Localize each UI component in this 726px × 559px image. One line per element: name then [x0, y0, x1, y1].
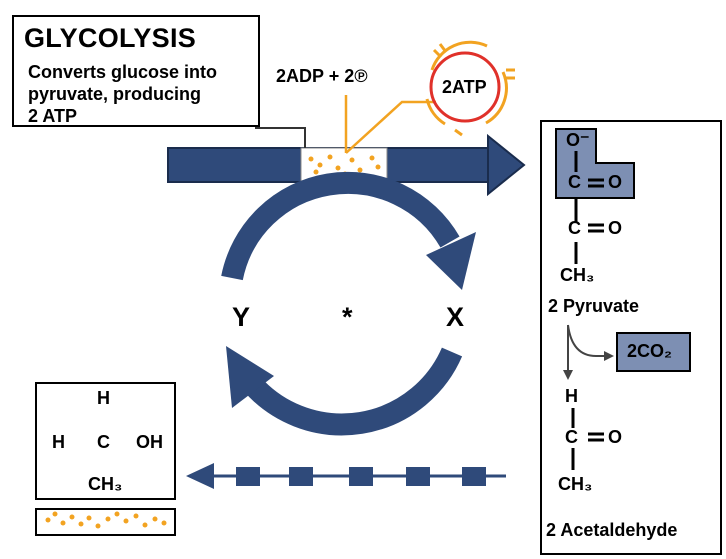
ethanol-top-hydrogen: H: [97, 388, 110, 408]
acetaldehyde-hydrogen: H: [565, 386, 578, 406]
atp-connector: [345, 100, 436, 154]
ethanol-hydroxyl: OH: [136, 432, 163, 452]
acetaldehyde-bonds: [571, 408, 604, 470]
right-panel-border: [540, 120, 722, 555]
glycolysis-connector: [255, 125, 306, 148]
glycolysis-description-line-1: Converts glucose into: [28, 62, 218, 82]
co2-box: [616, 332, 691, 372]
cycle-bottom-arrow: [226, 346, 463, 436]
ethanol-left-hydrogen: H: [52, 432, 65, 452]
glucose-strip-box: [35, 508, 176, 536]
pyruvate-oxygen-2: O: [608, 218, 623, 238]
cycle-label-y: Y: [232, 302, 251, 332]
co2-release-arrow: [567, 324, 606, 357]
ethanol-carbon: C: [97, 432, 110, 452]
acetaldehyde-oxygen: O: [608, 427, 623, 447]
glycolysis-description-line-2: pyruvate, producing: [28, 84, 202, 104]
pyruvate-carbon-1: C: [568, 172, 581, 192]
acetaldehyde-name: 2 Acetaldehyde: [546, 520, 678, 540]
carboxylate-highlight: [555, 128, 635, 199]
cycle-top-arrow: [221, 171, 476, 290]
pyruvate-oxygen-minus: O⁻: [566, 130, 590, 150]
glycolysis-box: GLYCOLYSIS Converts glucose into pyruvat…: [12, 15, 260, 127]
atp-icon: [425, 40, 515, 137]
glycolysis-description-line-3: 2 ATP: [28, 106, 78, 126]
pyruvate-carbon-2: C: [568, 218, 581, 238]
pyruvate-methyl: CH₃: [560, 265, 595, 285]
cycle-label-x: X: [446, 302, 465, 332]
acetaldehyde-methyl: CH₃: [558, 474, 593, 494]
co2-label: 2CO₂: [627, 341, 673, 361]
glycolysis-title: GLYCOLYSIS: [24, 23, 197, 53]
fermentation-pathway-arrow: [186, 463, 506, 489]
adp-input-label: 2ADP + 2℗: [276, 66, 368, 86]
atp-label: 2ATP: [442, 77, 487, 97]
pyruvate-name: 2 Pyruvate: [548, 296, 640, 316]
acetaldehyde-carbon: C: [565, 427, 578, 447]
ethanol-methyl: CH₃: [88, 474, 123, 494]
pyruvate-oxygen-1: O: [608, 172, 623, 192]
glucose-strip-dots: [45, 511, 167, 529]
pyruvate-bonds: [574, 151, 604, 264]
ethanol-box: [35, 382, 176, 500]
cycle-label-center: *: [342, 302, 353, 332]
